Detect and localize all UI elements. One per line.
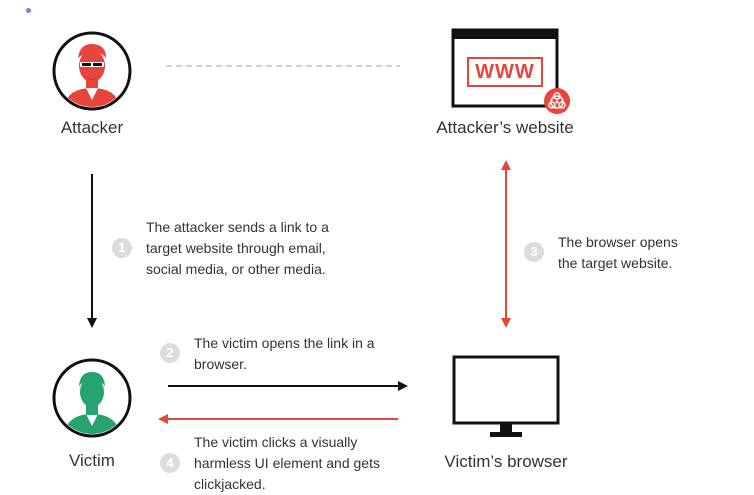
step-3-line-2: the target website.: [558, 255, 673, 271]
step-3-line-1: The browser opens: [558, 234, 678, 250]
step-4-text: The victim clicks a visually harmless UI…: [194, 432, 434, 495]
step-3-badge: 3: [524, 242, 544, 262]
step-1-line-1: The attacker sends a link to a: [146, 219, 329, 235]
decorative-dot: [26, 8, 31, 13]
step-1-line-2: target website through email,: [146, 240, 326, 256]
step-2-badge: 2: [160, 343, 180, 363]
website-label: Attacker’s website: [436, 118, 574, 137]
browser-label: Victim’s browser: [444, 452, 568, 471]
step-2-line-2: browser.: [194, 356, 247, 372]
attacker-icon: [52, 31, 132, 111]
step-2-line-1: The victim opens the link in a: [194, 335, 375, 351]
step-1-line-3: social media, or other media.: [146, 261, 326, 277]
victim-icon: [52, 358, 132, 438]
victim-label: Victim: [69, 451, 115, 470]
website-icon: [451, 28, 559, 108]
step-1-text: The attacker sends a link to a target we…: [146, 217, 386, 280]
step-4-line-3: clickjacked.: [194, 476, 266, 492]
step-1-badge: 1: [112, 238, 132, 258]
step-4-line-2: harmless UI element and gets: [194, 455, 380, 471]
website-icon-text: WWW: [475, 61, 535, 83]
biohazard-icon: [544, 88, 570, 114]
step-4-line-1: The victim clicks a visually: [194, 434, 358, 450]
attacker-label: Attacker: [60, 118, 124, 137]
step-2-text: The victim opens the link in a browser.: [194, 333, 424, 375]
step-4-badge: 4: [160, 453, 180, 473]
monitor-icon: [452, 355, 560, 437]
step-3-text: The browser opens the target website.: [558, 232, 738, 274]
